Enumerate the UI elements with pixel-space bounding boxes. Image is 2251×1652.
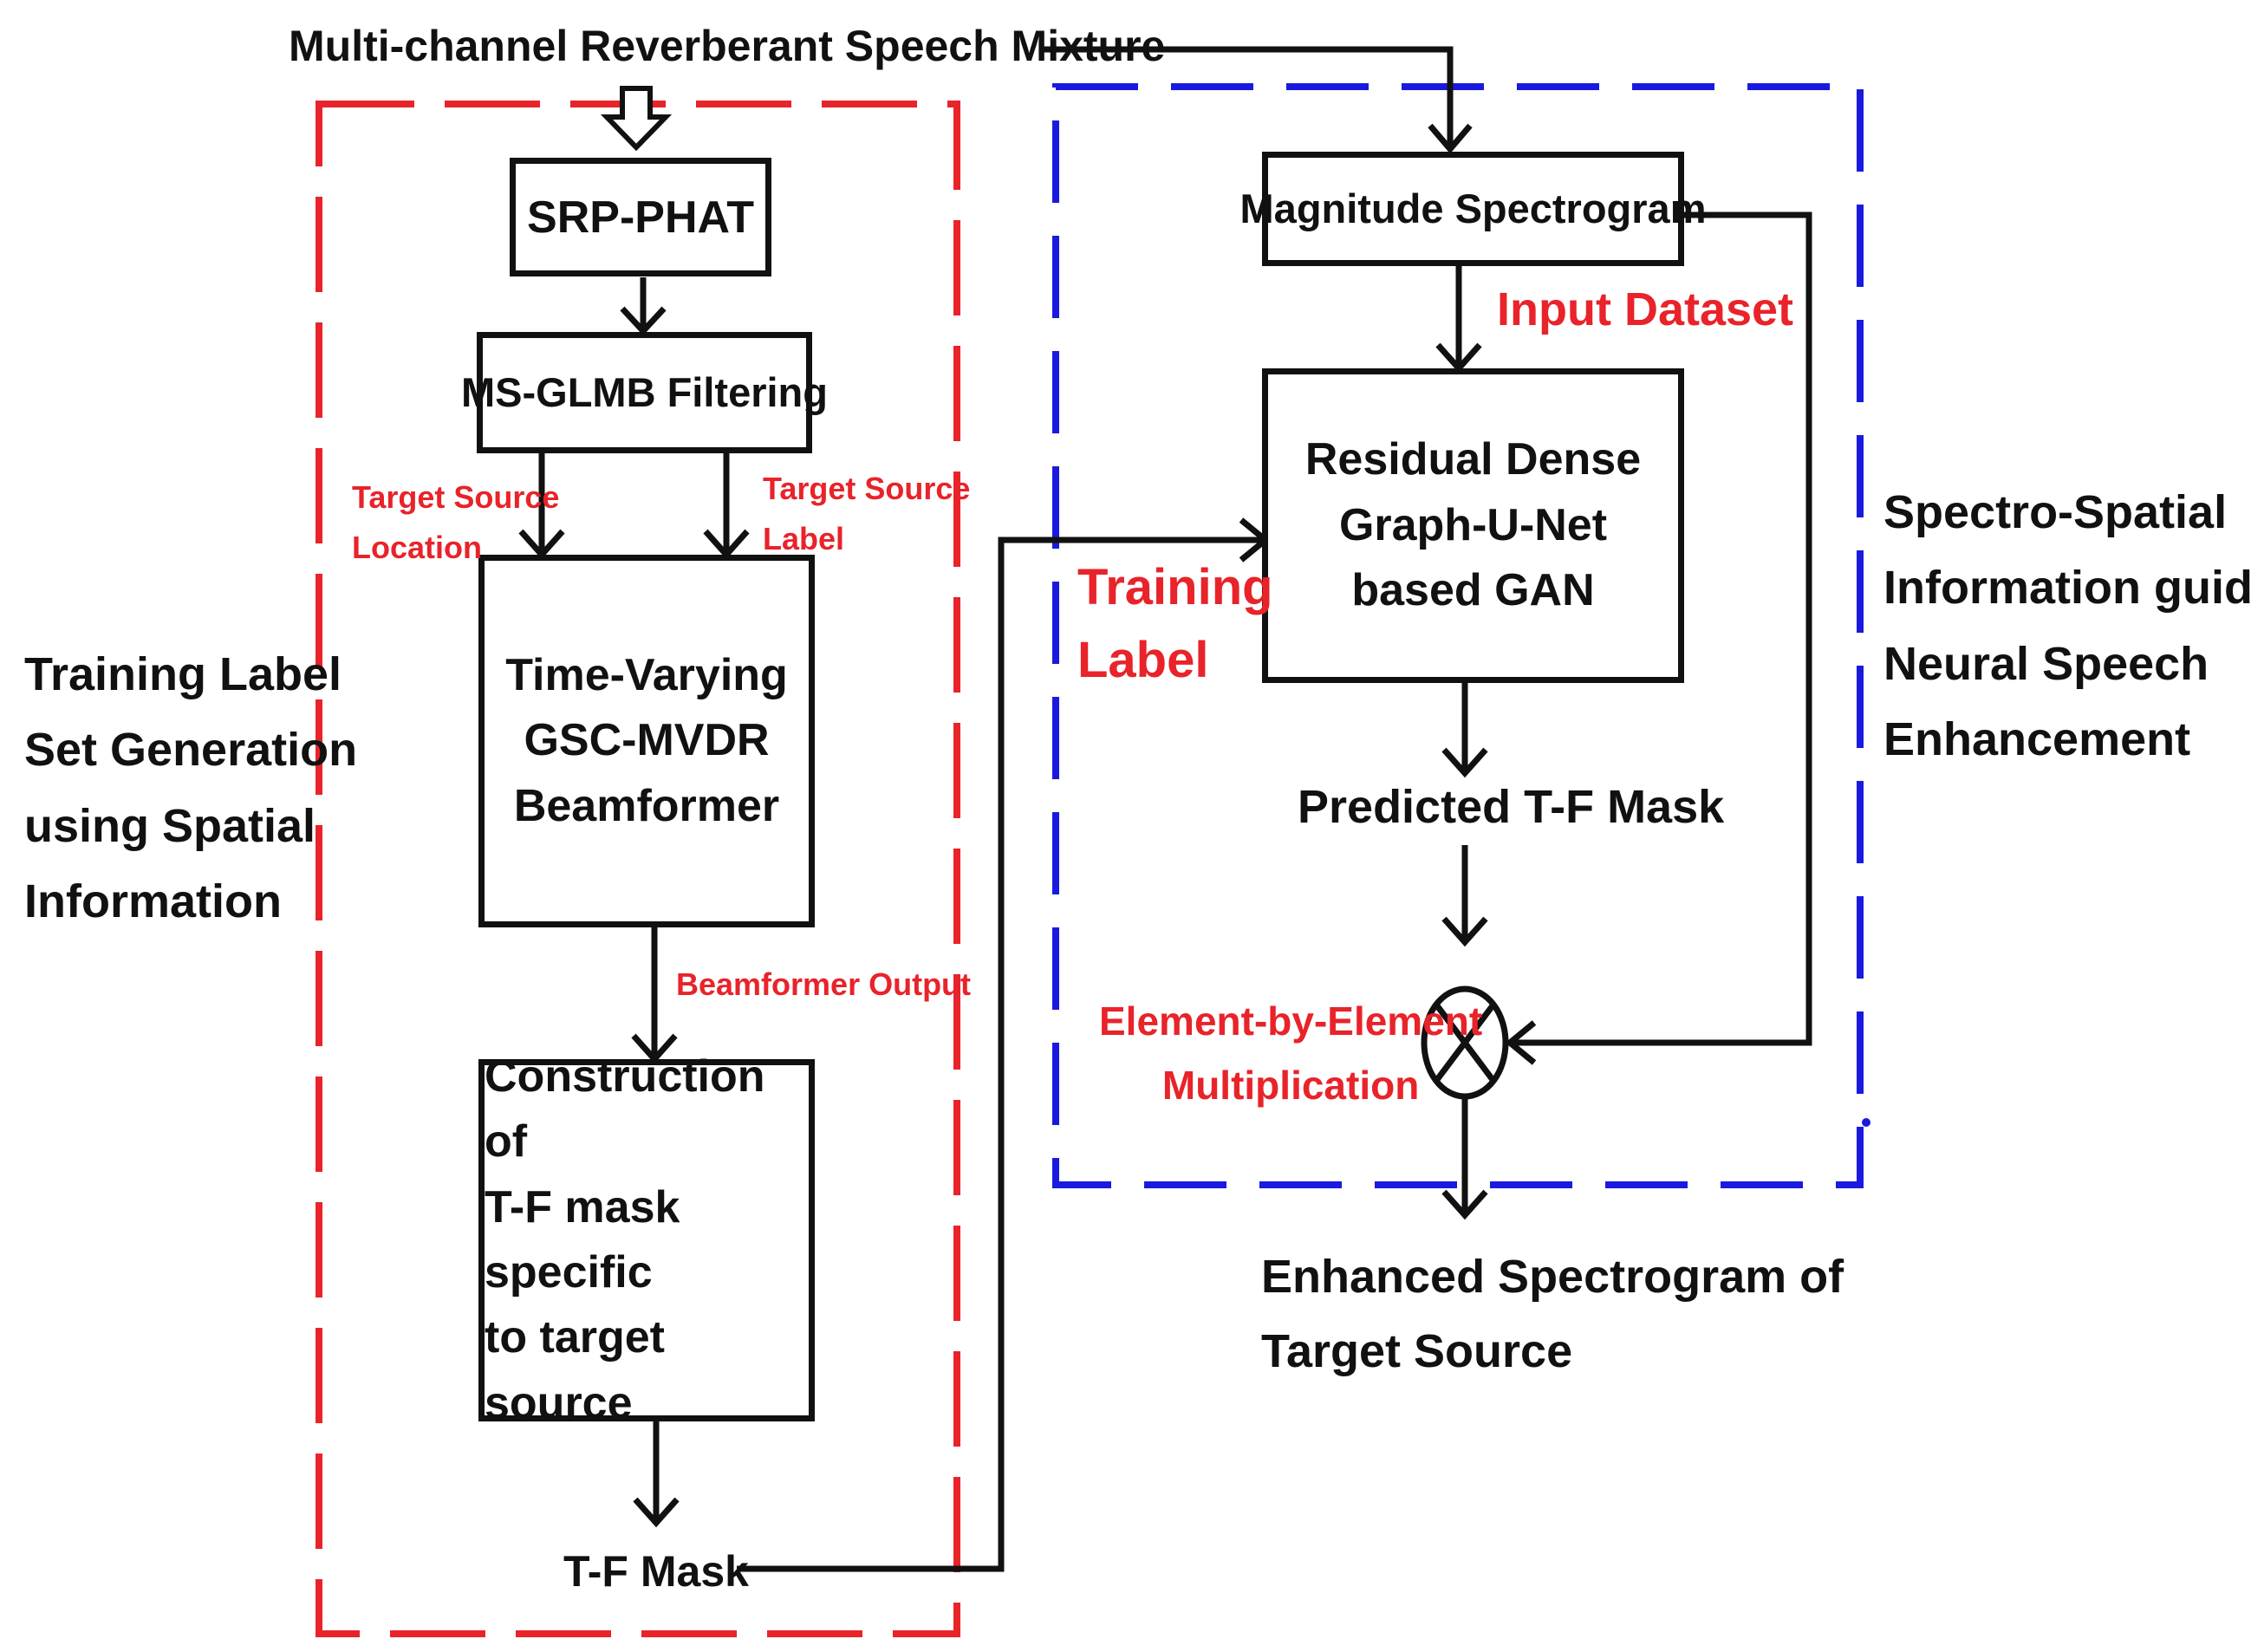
beamformer-box: Time-Varying GSC-MVDR Beamformer — [478, 555, 815, 927]
element-multiplication-line-1: Element-by-Element — [1099, 998, 1483, 1044]
target-source-location-line-1: Target Source — [352, 479, 560, 515]
spectrogram-feedback-connector — [1511, 211, 1812, 1046]
target-source-label-label: Target Source Label — [763, 464, 970, 565]
beamformer-line-1: Time-Varying — [505, 649, 788, 700]
right-panel-caption: Spectro-Spatial Information guided Neura… — [1883, 475, 2251, 778]
right-caption-line-2: Information guided — [1883, 562, 2251, 615]
arrowhead-tf-mask — [633, 1497, 680, 1528]
arrowhead-glmb — [620, 306, 667, 336]
left-caption-line-2: Set Generation — [24, 724, 358, 777]
element-multiplication-label: Element-by-Element Multiplication — [1099, 990, 1482, 1117]
srp-phat-box: SRP-PHAT — [510, 158, 771, 276]
construction-box: Construction of T-F mask specific to tar… — [478, 1051, 815, 1428]
training-label-connector — [737, 537, 1264, 1572]
input-dataset-label: Input Dataset — [1497, 283, 1794, 335]
blue-dot — [1862, 1118, 1870, 1127]
beamformer-line-2: GSC-MVDR — [524, 715, 770, 766]
ms-glmb-box: MS-GLMB Filtering — [461, 332, 828, 453]
target-source-label-line-1: Target Source — [763, 471, 971, 506]
arrowhead-enhanced — [1441, 1189, 1488, 1220]
training-label-line-2: Label — [1077, 632, 1209, 689]
left-panel-caption: Training Label Set Generation using Spat… — [24, 637, 357, 940]
ms-glmb-label: MS-GLMB Filtering — [461, 368, 828, 415]
left-caption-line-4: Information — [24, 875, 282, 928]
left-caption-line-1: Training Label — [24, 648, 342, 700]
target-source-location-label: Target Source Location — [352, 472, 559, 574]
element-multiplication-line-2: Multiplication — [1161, 1062, 1420, 1108]
srp-phat-label: SRP-PHAT — [527, 192, 754, 243]
target-source-location-line-2: Location — [352, 530, 482, 566]
target-source-label-line-2: Label — [763, 521, 845, 557]
arrowhead-multiplier-right — [1505, 1020, 1537, 1065]
arrowhead-predicted-mask — [1441, 747, 1488, 778]
magnitude-spectrogram-label: Magnitude Spectrogram — [1239, 185, 1707, 231]
input-hollow-arrow — [600, 86, 673, 152]
gan-line-1: Residual Dense — [1304, 434, 1642, 485]
construction-line-2: T-F mask specific — [485, 1181, 680, 1298]
tf-mask-label: T-F Mask — [563, 1547, 749, 1596]
enhanced-line-1: Enhanced Spectrogram of — [1261, 1251, 1844, 1303]
right-caption-line-4: Enhancement — [1883, 713, 2191, 766]
right-caption-line-1: Spectro-Spatial — [1883, 486, 2228, 538]
training-label-line-1: Training — [1077, 559, 1273, 615]
predicted-mask-label: Predicted T-F Mask — [1298, 781, 1725, 833]
left-caption-line-3: using Spatial — [24, 799, 316, 852]
gan-box: Residual Dense Graph-U-Net based GAN — [1262, 368, 1684, 683]
gan-line-2: Graph-U-Net — [1338, 499, 1608, 550]
construction-line-1: Construction of — [485, 1050, 765, 1167]
magnitude-spectrogram-box: Magnitude Spectrogram — [1240, 152, 1706, 266]
right-caption-line-3: Neural Speech — [1883, 637, 2209, 690]
input-label: Multi-channel Reverberant Speech Mixture — [289, 22, 1166, 70]
arrowhead-multiplier-top — [1441, 916, 1488, 947]
gan-line-3: based GAN — [1351, 565, 1595, 616]
training-label-label: Training Label — [1077, 551, 1273, 697]
beamformer-output-label: Beamformer Output — [676, 966, 972, 1002]
arrowhead-spectrogram — [1428, 123, 1473, 154]
enhanced-line-2: Target Source — [1261, 1325, 1573, 1378]
enhanced-spectrogram-label: Enhanced Spectrogram of Target Source — [1261, 1239, 1844, 1389]
multiplication-cross-b — [1434, 1002, 1496, 1083]
input-to-spectrogram-connector — [1040, 46, 1454, 147]
beamformer-line-3: Beamformer — [513, 780, 780, 831]
construction-line-3: to target source — [485, 1312, 665, 1428]
right-panel-border — [1052, 83, 1864, 1188]
